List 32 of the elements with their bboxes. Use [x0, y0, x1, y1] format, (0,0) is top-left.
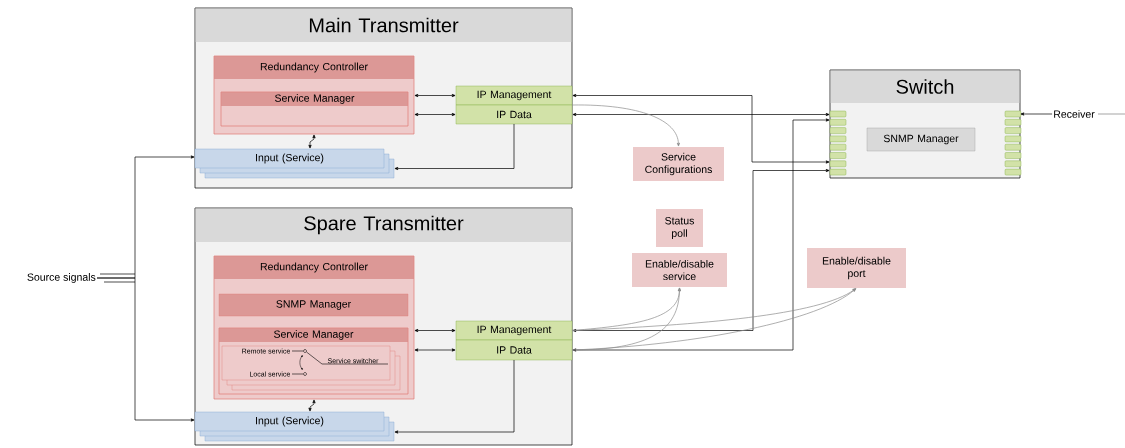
note-box: Enable/disable service	[632, 253, 727, 287]
arrow	[571, 288, 857, 351]
arrow	[571, 288, 857, 331]
arrow	[394, 359, 515, 434]
arrow	[1020, 112, 1053, 116]
interface-box: IP Data	[455, 104, 573, 125]
note-box: Status poll	[656, 209, 703, 247]
interface-box: IP Management	[455, 320, 573, 341]
input-box: Input (Service)	[194, 411, 395, 442]
arrow	[572, 93, 830, 164]
manager-box: Service Manager	[220, 91, 409, 127]
arrow	[414, 348, 456, 352]
note-box: Service Configurations	[633, 147, 724, 181]
arrow	[571, 104, 680, 147]
manager-box: SNMP Manager	[218, 293, 409, 317]
interface-box: IP Management	[455, 85, 573, 106]
arrow	[394, 123, 515, 171]
input-box: Input (Service)	[194, 148, 395, 179]
interface-box: IP Data	[455, 339, 573, 361]
manager-box: SNMP Manager	[866, 127, 976, 152]
arrow	[308, 134, 316, 149]
signal-label: Source signals	[27, 273, 96, 283]
arrow	[572, 168, 830, 333]
arrow	[414, 112, 456, 117]
arrow	[572, 112, 830, 117]
arrow	[308, 399, 316, 412]
signal-label: Receiver	[1054, 110, 1095, 118]
arrow	[96, 277, 195, 422]
arrow	[414, 93, 456, 98]
arrow	[414, 328, 456, 333]
arrow	[572, 118, 830, 352]
note-box: Enable/disable port	[807, 248, 906, 288]
